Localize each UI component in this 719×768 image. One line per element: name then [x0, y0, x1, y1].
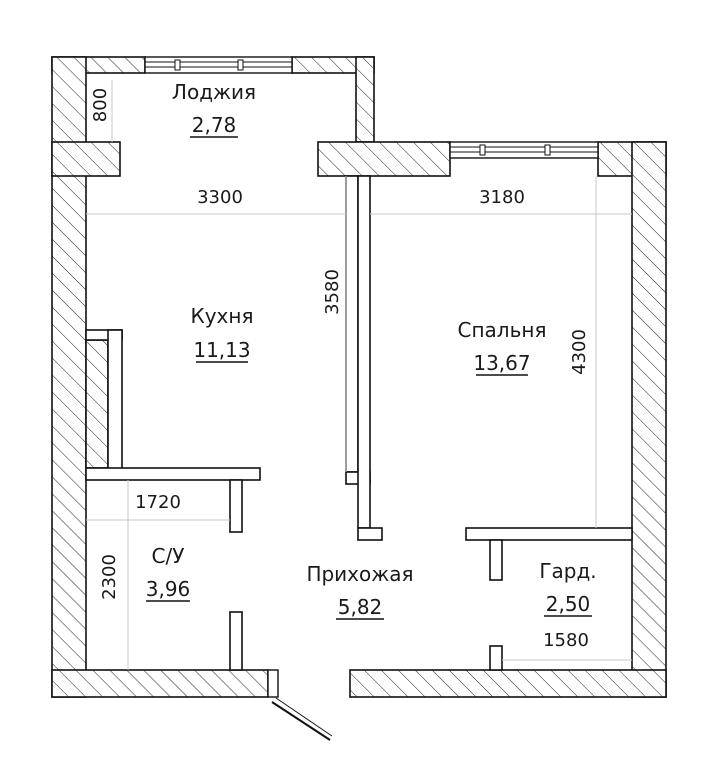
partition-kitchen-niche-side — [107, 329, 123, 471]
exterior-walls — [51, 56, 667, 698]
entrance-door — [267, 669, 333, 741]
loggia-area: 2,78 — [192, 113, 237, 137]
dim-bathroom-length: 2300 — [99, 554, 120, 600]
hallway-name: Прихожая — [306, 562, 413, 586]
bathroom-name: С/У — [152, 544, 185, 568]
wall-loggia-right — [355, 56, 375, 143]
partition-bath-lower-stub — [229, 611, 243, 671]
partition-bedroom-left-foot — [357, 527, 383, 541]
wall-kitchen-niche — [85, 339, 109, 469]
partition-bath-top-stub — [229, 479, 243, 533]
partition-wardrobe-stub-top — [489, 539, 503, 581]
loggia-name: Лоджия — [172, 80, 256, 104]
interior-partitions — [85, 175, 633, 671]
partition-bedroom-bottom — [465, 527, 633, 541]
partition-bath-top — [85, 467, 261, 481]
dim-bedroom-width: 3180 — [479, 187, 525, 208]
kitchen-area: 11,13 — [193, 338, 250, 362]
window-bedroom — [449, 141, 599, 159]
dim-loggia-depth: 800 — [90, 88, 111, 122]
room-labels: Лоджия 2,78 Кухня 11,13 Спальня 13,67 С/… — [146, 80, 597, 620]
wall-kitchen-top-left — [51, 141, 121, 177]
hallway-area: 5,82 — [338, 595, 383, 619]
bathroom-area: 3,96 — [146, 577, 191, 601]
dim-kitchen-width: 3300 — [197, 187, 243, 208]
windows — [144, 56, 599, 159]
partition-kitchen-bedroom — [345, 175, 359, 473]
wall-bottom-left — [51, 669, 269, 698]
partition-bedroom-left — [357, 175, 371, 529]
dimension-labels: 800 3300 3180 3580 4300 1720 2300 1580 — [90, 88, 590, 651]
dim-wardrobe-width: 1580 — [543, 630, 589, 651]
partition-wardrobe-stub-bottom — [489, 645, 503, 671]
kitchen-name: Кухня — [191, 304, 254, 328]
wall-kitchen-top-right — [317, 141, 451, 177]
wall-right — [631, 141, 667, 698]
wardrobe-name: Гард. — [539, 559, 596, 583]
dim-kitchen-length: 3580 — [322, 269, 343, 315]
bedroom-area: 13,67 — [473, 351, 530, 375]
wardrobe-area: 2,50 — [546, 592, 591, 616]
wall-bottom-right — [349, 669, 667, 698]
dimension-lines — [86, 80, 632, 670]
window-loggia — [144, 56, 293, 74]
bedroom-name: Спальня — [458, 318, 547, 342]
dim-bedroom-length: 4300 — [569, 329, 590, 375]
dim-bathroom-width: 1720 — [135, 492, 181, 513]
